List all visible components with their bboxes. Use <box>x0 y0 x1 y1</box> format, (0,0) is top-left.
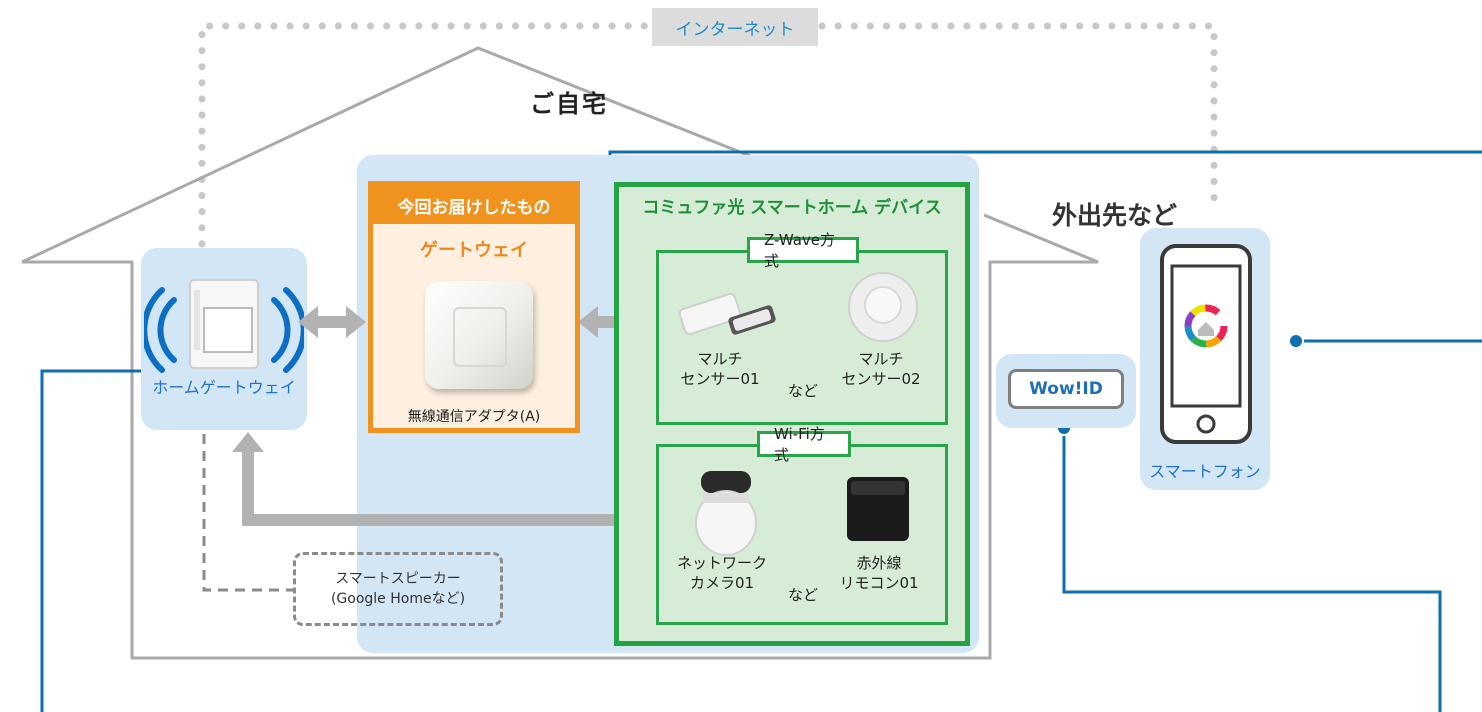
network-camera-01-line2: カメラ01 <box>689 574 755 592</box>
network-camera-01-line1: ネットワーク <box>676 554 767 572</box>
cube-face <box>453 307 507 367</box>
multi-sensor-01-line2: センサー01 <box>680 370 760 388</box>
speaker-dashed-line <box>202 434 293 592</box>
smart-speaker-line1: スマートスピーカー <box>335 571 461 587</box>
home-title: ご自宅 <box>530 90 608 118</box>
wow-id-badge: Wow!ID <box>1008 369 1124 409</box>
multi-sensor-01-label: マルチ センサー01 <box>675 349 765 389</box>
zwave-etc: など <box>787 382 818 400</box>
internet-label: インターネット <box>652 8 818 46</box>
delivered-subtitle: ゲートウェイ <box>420 240 528 261</box>
wifi-title: Wi-Fi方式 <box>757 425 851 464</box>
arrow-gateway-wifi <box>232 432 654 536</box>
multi-sensor-01-line1: マルチ <box>697 350 743 368</box>
wifi-box: Wi-Fi方式 ネットワーク カメラ01 赤外線 リモコン01 など <box>656 425 948 625</box>
home-gateway-icon <box>144 279 304 373</box>
smart-speaker-line2: (Google Homeなど) <box>330 591 466 607</box>
smart-speaker-box: スマートスピーカー (Google Homeなど) <box>293 552 503 626</box>
zwave-title: Z-Wave方式 <box>747 231 859 270</box>
multi-sensor-02-image <box>848 272 918 342</box>
multi-sensor-02-line1: マルチ <box>858 350 904 368</box>
ir-remote-01-line2: リモコン01 <box>839 574 919 592</box>
zwave-box: Z-Wave方式 マルチ センサー01 マルチ センサー02 など <box>656 231 948 425</box>
arrow-gateway-delivered <box>298 306 366 338</box>
smartphone-label: スマートフォン <box>1149 462 1261 481</box>
delivered-caption: 無線通信アダプタ(A) <box>407 409 541 425</box>
multi-sensor-02-line2: センサー02 <box>841 370 921 388</box>
dot-smartphone <box>1288 333 1304 349</box>
gateway-cube-image <box>425 281 533 389</box>
internet-dotted-line <box>198 22 1218 264</box>
ir-remote-01-image <box>847 477 909 541</box>
ir-remote-01-line1: 赤外線 <box>856 554 902 572</box>
network-camera-01-label: ネットワーク カメラ01 <box>667 553 777 593</box>
devices-header: コミュファ光 スマートホーム デバイス <box>642 198 942 218</box>
smartphone-icon <box>1160 244 1252 444</box>
device-section: コミュファ光 スマートホーム デバイス Z-Wave方式 マルチ センサー01 … <box>614 182 970 646</box>
delivered-header: 今回お届けしたもの <box>373 186 575 224</box>
delivered-box: 今回お届けしたもの ゲートウェイ 無線通信アダプタ(A) <box>368 181 580 433</box>
ir-remote-01-label: 赤外線 リモコン01 <box>829 553 929 593</box>
multi-sensor-01-image <box>678 292 776 336</box>
home-gateway-label: ホームゲートウェイ <box>152 378 296 397</box>
multi-sensor-02-label: マルチ センサー02 <box>831 349 931 389</box>
wifi-etc: など <box>787 586 818 604</box>
outside-title: 外出先など <box>1052 201 1178 230</box>
network-camera-01-image <box>695 471 757 556</box>
